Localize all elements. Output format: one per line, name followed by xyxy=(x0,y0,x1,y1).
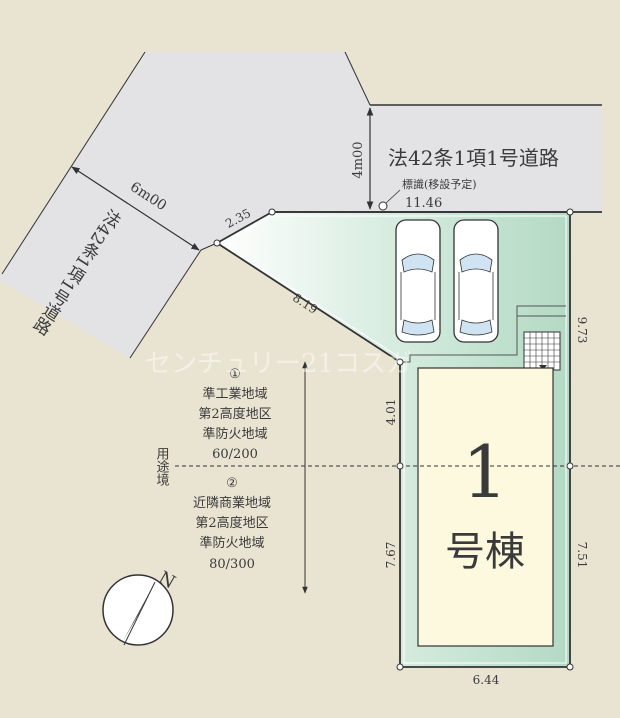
sign-label: 標識(移設予定) xyxy=(402,177,477,191)
zone2-fire: 準防火地域 xyxy=(199,535,264,551)
dim-north-frontage: 11.46 xyxy=(405,196,442,211)
zone2-ratio: 80/300 xyxy=(209,557,255,572)
lot-inner-line xyxy=(221,215,567,664)
watermark: センチュリー21コスガ xyxy=(145,349,412,379)
zone2-marker: ② xyxy=(226,476,238,491)
porch-grid-lines xyxy=(524,332,560,370)
zone1-use: 準工業地域 xyxy=(202,386,267,402)
zone2-use: 近隣商業地域 xyxy=(193,495,271,511)
zone1-height: 第2高度地区 xyxy=(198,406,271,422)
west-road-edge-lower xyxy=(129,249,202,359)
north-road-edge-diag xyxy=(344,51,371,106)
sign-leader xyxy=(385,189,401,204)
west-road-edge xyxy=(1,51,146,275)
west-road xyxy=(0,52,602,358)
building-suffix: 号棟 xyxy=(445,529,525,575)
north-road-label: 法42条1項1号道路 xyxy=(388,146,559,170)
zone1-ratio: 60/200 xyxy=(212,447,258,462)
building-1 xyxy=(417,367,554,647)
parking-outline xyxy=(400,305,566,363)
dim-east-lower: 7.51 xyxy=(575,542,589,569)
dim-east-upper: 9.73 xyxy=(575,317,589,344)
dim-south: 6.44 xyxy=(473,673,500,687)
zoning-boundary-label: 用途境 xyxy=(154,447,170,486)
sign-marker-icon xyxy=(378,201,388,211)
north-road-width: 4m00 xyxy=(351,141,366,178)
boundary-markers xyxy=(213,208,574,671)
compass-icon xyxy=(102,574,174,646)
car-icon xyxy=(395,219,441,343)
zone1-fire: 準防火地域 xyxy=(202,426,267,442)
dim-west-lower: 7.67 xyxy=(384,542,398,569)
zone-2: ② 近隣商業地域 第2高度地区 準防火地域 80/300 xyxy=(193,476,271,572)
zone2-height: 第2高度地区 xyxy=(195,515,268,531)
west-road-width-arrow xyxy=(71,166,200,251)
car-icon xyxy=(453,219,499,343)
zone-1: ① 準工業地域 第2高度地区 準防火地域 60/200 xyxy=(198,367,271,462)
zone1-marker: ① xyxy=(229,367,241,382)
building-number: 1 xyxy=(462,430,508,514)
dim-west-upper: 4.01 xyxy=(384,399,398,426)
